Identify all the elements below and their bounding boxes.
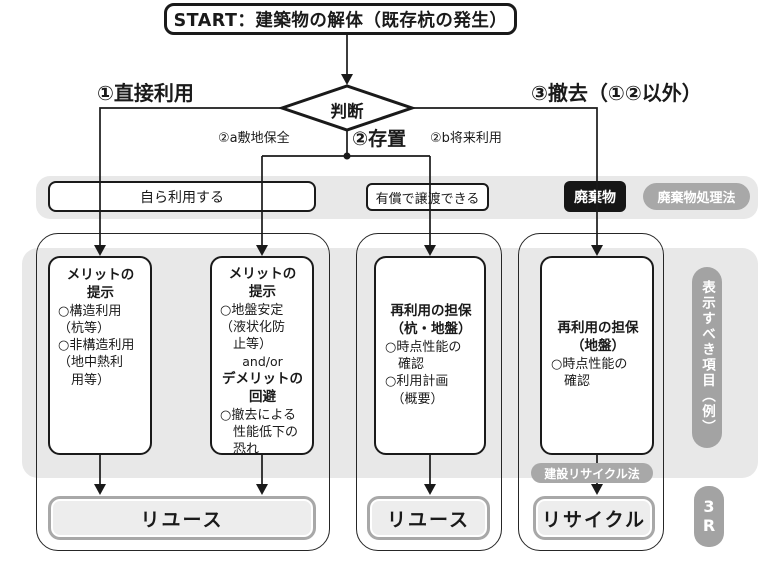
decision-diamond-label: 判断 bbox=[330, 102, 364, 121]
arrowhead-icon bbox=[341, 74, 353, 85]
branch-label-site-preservation: ②a敷地保全 bbox=[218, 131, 290, 146]
three-r-label: 3 R bbox=[702, 497, 716, 535]
branch-label-future-use: ②b将来利用 bbox=[430, 131, 502, 146]
result-recycle-label: リサイクル bbox=[541, 508, 647, 531]
process-box2-heading: メリットの 提示 bbox=[228, 266, 297, 300]
paid-transfer-node: 有償で譲渡できる bbox=[366, 183, 489, 211]
self-use-node: 自ら利用する bbox=[48, 181, 316, 212]
process-box2-heading2: デメリットの 回避 bbox=[222, 370, 303, 405]
start-node-label: START：建築物の解体（既存杭の発生） bbox=[173, 10, 508, 31]
self-use-label: 自ら利用する bbox=[140, 189, 224, 206]
result-reuse-wide-label: リユース bbox=[140, 508, 224, 531]
result-box-reuse-wide: リユース bbox=[48, 496, 316, 540]
result-box-recycle: リサイクル bbox=[533, 496, 655, 540]
process-box-merit-direct: メリットの 提示 ○構造利用 （杭等） ○非構造利用 （地中熱利 用等） bbox=[48, 256, 152, 455]
process-box1-heading: メリットの 提示 bbox=[66, 267, 135, 301]
junction-dot bbox=[343, 152, 351, 160]
branch-label-direct-use: ①直接利用 bbox=[97, 81, 194, 105]
waste-law-pill: 廃棄物処理法 bbox=[643, 183, 750, 210]
process-box2-connector: and/or bbox=[242, 354, 283, 370]
start-node: START：建築物の解体（既存杭の発生） bbox=[164, 3, 517, 35]
process-box3-heading: 再利用の担保 （杭・地盤） bbox=[390, 303, 472, 337]
branch-label-preservation: ②存置 bbox=[352, 128, 407, 150]
process-box1-body: ○構造利用 （杭等） ○非構造利用 （地中熱利 用等） bbox=[58, 303, 135, 388]
process-box-reuse-guarantee-pile: 再利用の担保 （杭・地盤） ○時点性能の 確認 ○利用計画 （概要） bbox=[374, 256, 486, 455]
process-box-reuse-guarantee-ground: 再利用の担保 （地盤） ○時点性能の 確認 bbox=[540, 256, 654, 455]
paid-transfer-label: 有償で譲渡できる bbox=[375, 191, 480, 207]
three-r-badge: 3 R bbox=[694, 486, 724, 547]
process-box2-body: ○地盤安定 （液状化防 止等） bbox=[220, 302, 286, 353]
display-items-vertical-pill: 表示すべき項目（例） bbox=[692, 267, 722, 448]
process-box3-body: ○時点性能の 確認 ○利用計画 （概要） bbox=[385, 339, 462, 407]
waste-node: 廃棄物 bbox=[564, 181, 626, 212]
recycle-law-pill: 建設リサイクル法 bbox=[531, 463, 653, 483]
process-box4-body: ○時点性能の 確認 bbox=[551, 357, 628, 390]
waste-law-label: 廃棄物処理法 bbox=[657, 191, 736, 206]
result-reuse-label: リユース bbox=[386, 508, 471, 531]
display-items-label: 表示すべき項目（例） bbox=[699, 280, 715, 435]
process-box-merit-demerit: メリットの 提示 ○地盤安定 （液状化防 止等） and/or デメリットの 回… bbox=[210, 256, 314, 457]
result-box-reuse: リユース bbox=[367, 496, 490, 540]
branch-label-removal: ③撤去（①②以外） bbox=[531, 81, 702, 105]
process-box2-body2: ○撤去による 性能低下の 恐れ bbox=[220, 407, 299, 458]
recycle-law-label: 建設リサイクル法 bbox=[544, 466, 640, 481]
waste-label: 廃棄物 bbox=[574, 189, 616, 206]
process-box4-heading: 再利用の担保 （地盤） bbox=[557, 320, 639, 355]
